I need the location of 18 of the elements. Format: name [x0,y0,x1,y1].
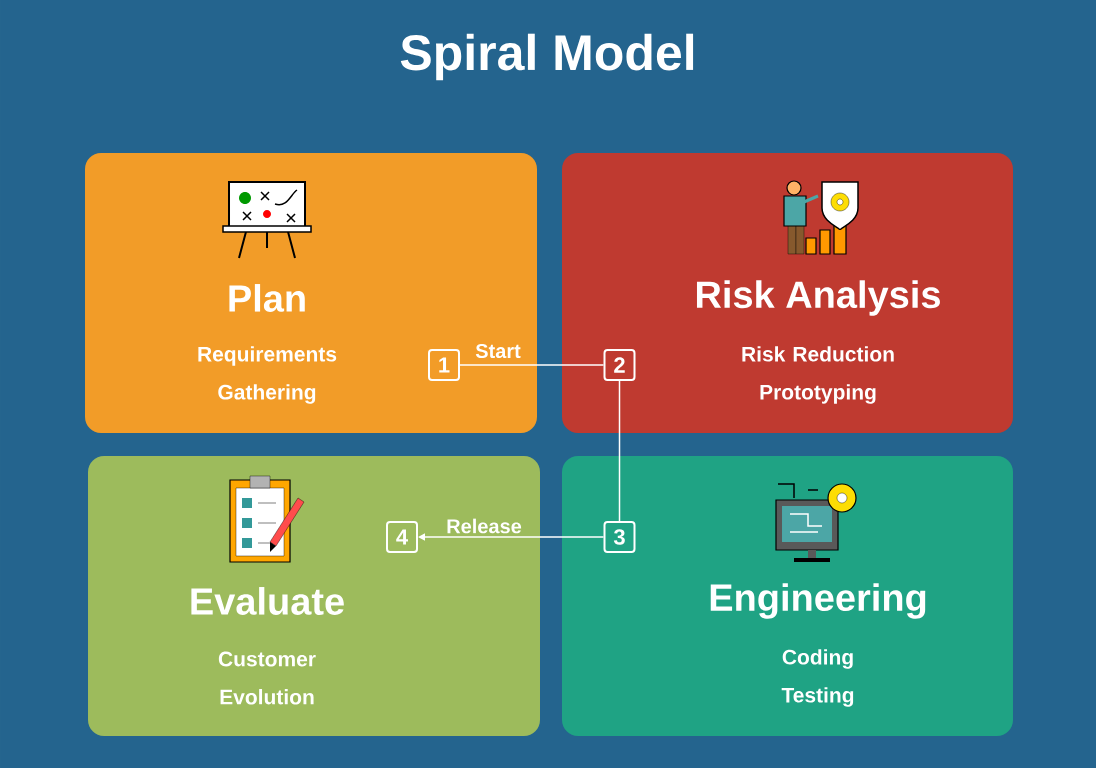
connector [618,380,621,522]
card-title: Evaluate [191,587,344,615]
edge-label: Release [447,518,522,534]
card-text: Requirements Gathering [198,346,337,404]
card-title: Plan [229,284,305,312]
card-text: Coding Testing [781,649,854,707]
title: Spiral Model [400,33,694,81]
card-text: Customer Evolution [218,651,316,705]
step-number: 1 [428,349,460,381]
connector [418,533,605,541]
card-title: Engineering [710,583,926,619]
step-number: 3 [603,521,636,553]
edge-label: Start [475,343,521,359]
step-number: 2 [603,349,636,381]
connector [459,364,605,366]
step-number: 4 [386,521,418,553]
card-title: Risk Analysis [697,280,940,316]
card-text: Risk Reduction Prototyping [742,346,894,404]
